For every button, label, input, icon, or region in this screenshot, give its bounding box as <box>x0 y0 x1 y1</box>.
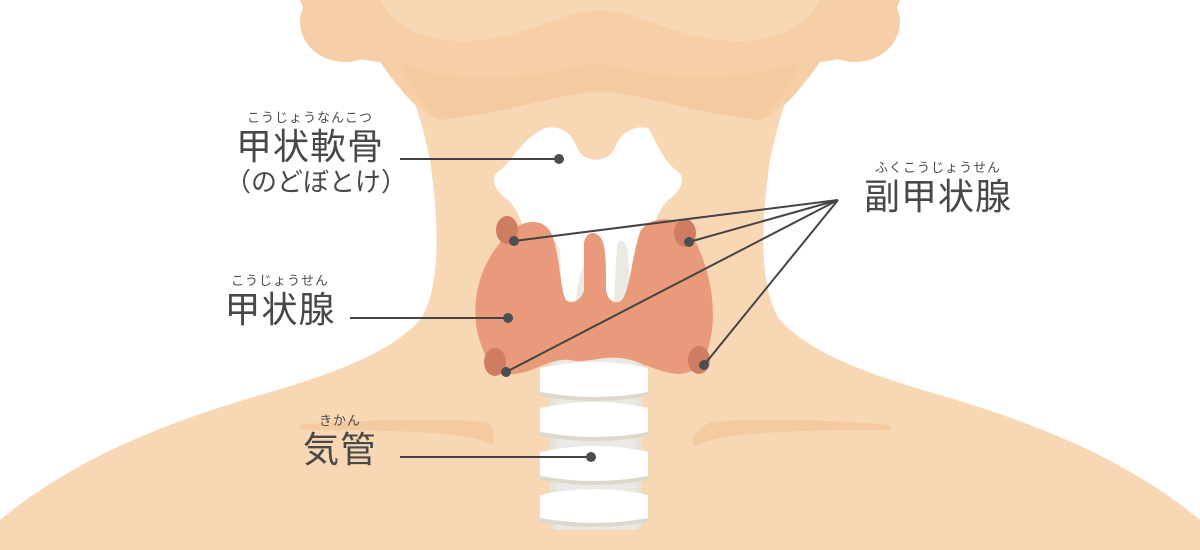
ruby-trachea: きかん <box>318 414 361 429</box>
thyroid-gland-shape <box>475 219 713 375</box>
left-ear <box>300 0 390 62</box>
text-adams-apple: （のどぼとけ） <box>225 168 408 198</box>
dot-parathyroid-upper-left <box>509 236 519 246</box>
label-trachea: きかん 気管 <box>298 415 382 469</box>
label-parathyroid: ふくこうじょうせん 副甲状腺 <box>848 162 1028 216</box>
leader-parathyroid-4 <box>703 199 839 366</box>
left-collarbone <box>300 419 495 445</box>
chin-shadow <box>380 0 820 41</box>
dot-parathyroid-lower-left <box>501 367 511 377</box>
text-thyroid-cartilage: 甲状軟骨 <box>235 127 384 168</box>
parathyroid-lower-right <box>688 346 710 374</box>
parathyroid-lower-left <box>484 348 506 376</box>
label-thyroid: こうじょうせん 甲状腺 <box>215 275 345 329</box>
leader-lines <box>350 158 839 458</box>
label-thyroid-cartilage: こうじょうなんこつ 甲状軟骨 （のどぼとけ） <box>225 111 408 198</box>
dot-trachea <box>586 452 596 462</box>
ruby-thyroid: こうじょうせん <box>230 274 329 289</box>
leader-parathyroid-3 <box>505 199 839 373</box>
text-trachea: 気管 <box>302 430 377 471</box>
leader-parathyroid-1 <box>513 199 839 242</box>
marker-dots <box>501 154 709 462</box>
right-collarbone <box>692 419 890 447</box>
dot-thyroid-cartilage <box>554 154 564 164</box>
text-parathyroid: 副甲状腺 <box>863 177 1012 218</box>
right-ear <box>810 0 900 62</box>
chin-lower-shade <box>400 62 800 120</box>
ruby-thyroid-cartilage: こうじょうなんこつ <box>246 111 373 126</box>
dot-thyroid <box>503 313 513 323</box>
ruby-parathyroid: ふくこうじょうせん <box>874 161 1001 176</box>
dot-parathyroid-upper-right <box>684 237 694 247</box>
leader-parathyroid-2 <box>688 199 839 243</box>
dot-parathyroid-lower-right <box>699 360 709 370</box>
text-thyroid: 甲状腺 <box>224 290 336 331</box>
